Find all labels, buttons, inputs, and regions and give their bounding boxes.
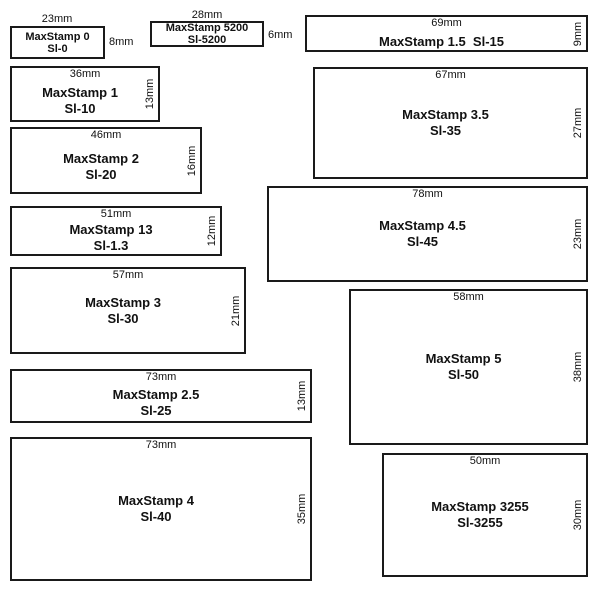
stamp-name: MaxStamp 3255 Sl-3255 [388,499,572,531]
stamp-model: MaxStamp 13 [69,222,153,237]
stamp-width-label: 73mm [145,371,177,383]
stamp-sl-30: 57mm MaxStamp 3 Sl-30 21mm [10,267,246,354]
stamp-sl-0-width-label: 23mm [41,13,73,25]
stamp-sl-15: 69mm MaxStamp 1.5 Sl-15 9mm [305,15,588,52]
stamp-height-label: 16mm [186,145,198,176]
stamp-sl-5200: MaxStamp 5200 Sl-5200 [150,21,264,47]
stamp-sl-45: 78mm MaxStamp 4.5 Sl-45 23mm [267,186,588,282]
stamp-height-label: 27mm [572,107,584,139]
stamp-code: Sl-35 [429,123,462,138]
stamp-sl-20: 46mm MaxStamp 2 Sl-20 16mm [10,127,202,194]
stamp-name: MaxStamp 0 Sl-0 [16,31,99,55]
stamp-code: Sl-50 [447,367,480,382]
stamp-model: MaxStamp 2 [63,151,139,166]
stamp-name: MaxStamp 4.5 Sl-45 [273,218,572,250]
stamp-height-label: 30mm [572,499,584,531]
stamp-width-label: 73mm [145,439,177,451]
stamp-model: MaxStamp 1.5 [378,34,466,49]
stamp-model: MaxStamp 1 [42,85,118,100]
stamp-height-label: 35mm [296,493,308,525]
stamp-code: Sl-5200 [187,34,227,46]
stamp-code: Sl-20 [85,167,117,182]
stamp-width-label: 67mm [435,69,466,81]
stamp-sl-3255: 50mm MaxStamp 3255 Sl-3255 30mm [382,453,588,577]
stamp-height-label: 23mm [572,218,584,250]
stamp-height-label: 13mm [296,380,308,412]
stamp-name: MaxStamp 4 Sl-40 [16,493,296,525]
stamp-width-label: 51mm [100,208,132,220]
stamp-height-label: 21mm [230,295,242,326]
stamp-code: Sl-45 [406,234,439,249]
stamp-sl-13: 51mm MaxStamp 13 Sl-1.3 12mm [10,206,222,256]
stamp-code: Sl-30 [107,310,139,326]
stamp-sl-40: 73mm MaxStamp 4 Sl-40 35mm [10,437,312,581]
stamp-name: MaxStamp 2 Sl-20 [16,151,186,183]
stamp-name: MaxStamp 1.5 Sl-15 [311,34,572,50]
stamp-sl-5200-height-label: 6mm [268,29,293,41]
stamp-model: MaxStamp 2.5 [112,387,200,402]
stamp-width-label: 50mm [469,455,501,467]
stamp-height-label: 9mm [572,21,584,46]
stamp-code: Sl-15 [472,34,504,49]
stamp-sl-10: 36mm MaxStamp 1 Sl-10 13mm [10,66,160,122]
stamp-sl-0-height-label: 8mm [109,36,134,48]
stamp-model: MaxStamp 0 [25,30,90,43]
stamp-sl-25: 73mm MaxStamp 2.5 Sl-25 13mm [10,369,312,423]
stamp-sl-5200-width-label: 28mm [191,9,223,21]
stamp-code: Sl-10 [64,101,96,116]
stamp-width-label: 46mm [90,129,122,141]
stamp-code: Sl-25 [140,403,172,418]
stamp-name: MaxStamp 2.5 Sl-25 [16,387,296,419]
stamp-name: MaxStamp 3 Sl-30 [16,295,230,327]
stamp-sl-50: 58mm MaxStamp 5 Sl-50 38mm [349,289,588,445]
stamp-code: Sl-1.3 [93,238,129,253]
stamp-model: MaxStamp 3.5 [402,107,489,122]
stamp-code: Sl-40 [140,509,172,524]
stamp-name: MaxStamp 13 Sl-1.3 [16,222,206,254]
stamp-model: MaxStamp 5200 [165,22,249,34]
stamp-model: MaxStamp 3 [85,294,161,310]
stamp-height-label: 38mm [572,351,584,383]
stamp-model: MaxStamp 4.5 [379,218,466,233]
stamp-sl-35: 67mm MaxStamp 3.5 Sl-35 27mm [313,67,588,179]
stamp-name: MaxStamp 3.5 Sl-35 [319,107,572,139]
stamp-model: MaxStamp 3255 [431,499,529,514]
stamp-sl-0: MaxStamp 0 Sl-0 [10,26,105,59]
stamp-height-label: 12mm [206,215,218,247]
stamp-width-label: 58mm [453,291,484,303]
stamp-model: MaxStamp 4 [118,493,194,508]
stamp-width-label: 57mm [112,269,144,281]
stamp-width-label: 69mm [431,17,462,29]
stamp-code: Sl-0 [47,42,68,55]
stamp-model: MaxStamp 5 [425,351,502,366]
stamp-width-label: 78mm [412,188,443,200]
stamp-height-label: 13mm [144,78,156,110]
stamp-code: Sl-3255 [457,515,503,530]
stamp-name: MaxStamp 1 Sl-10 [16,85,144,117]
stamp-name: MaxStamp 5 Sl-50 [355,351,572,383]
stamp-width-label: 36mm [69,68,101,80]
stamp-name: MaxStamp 5200 Sl-5200 [156,22,258,46]
